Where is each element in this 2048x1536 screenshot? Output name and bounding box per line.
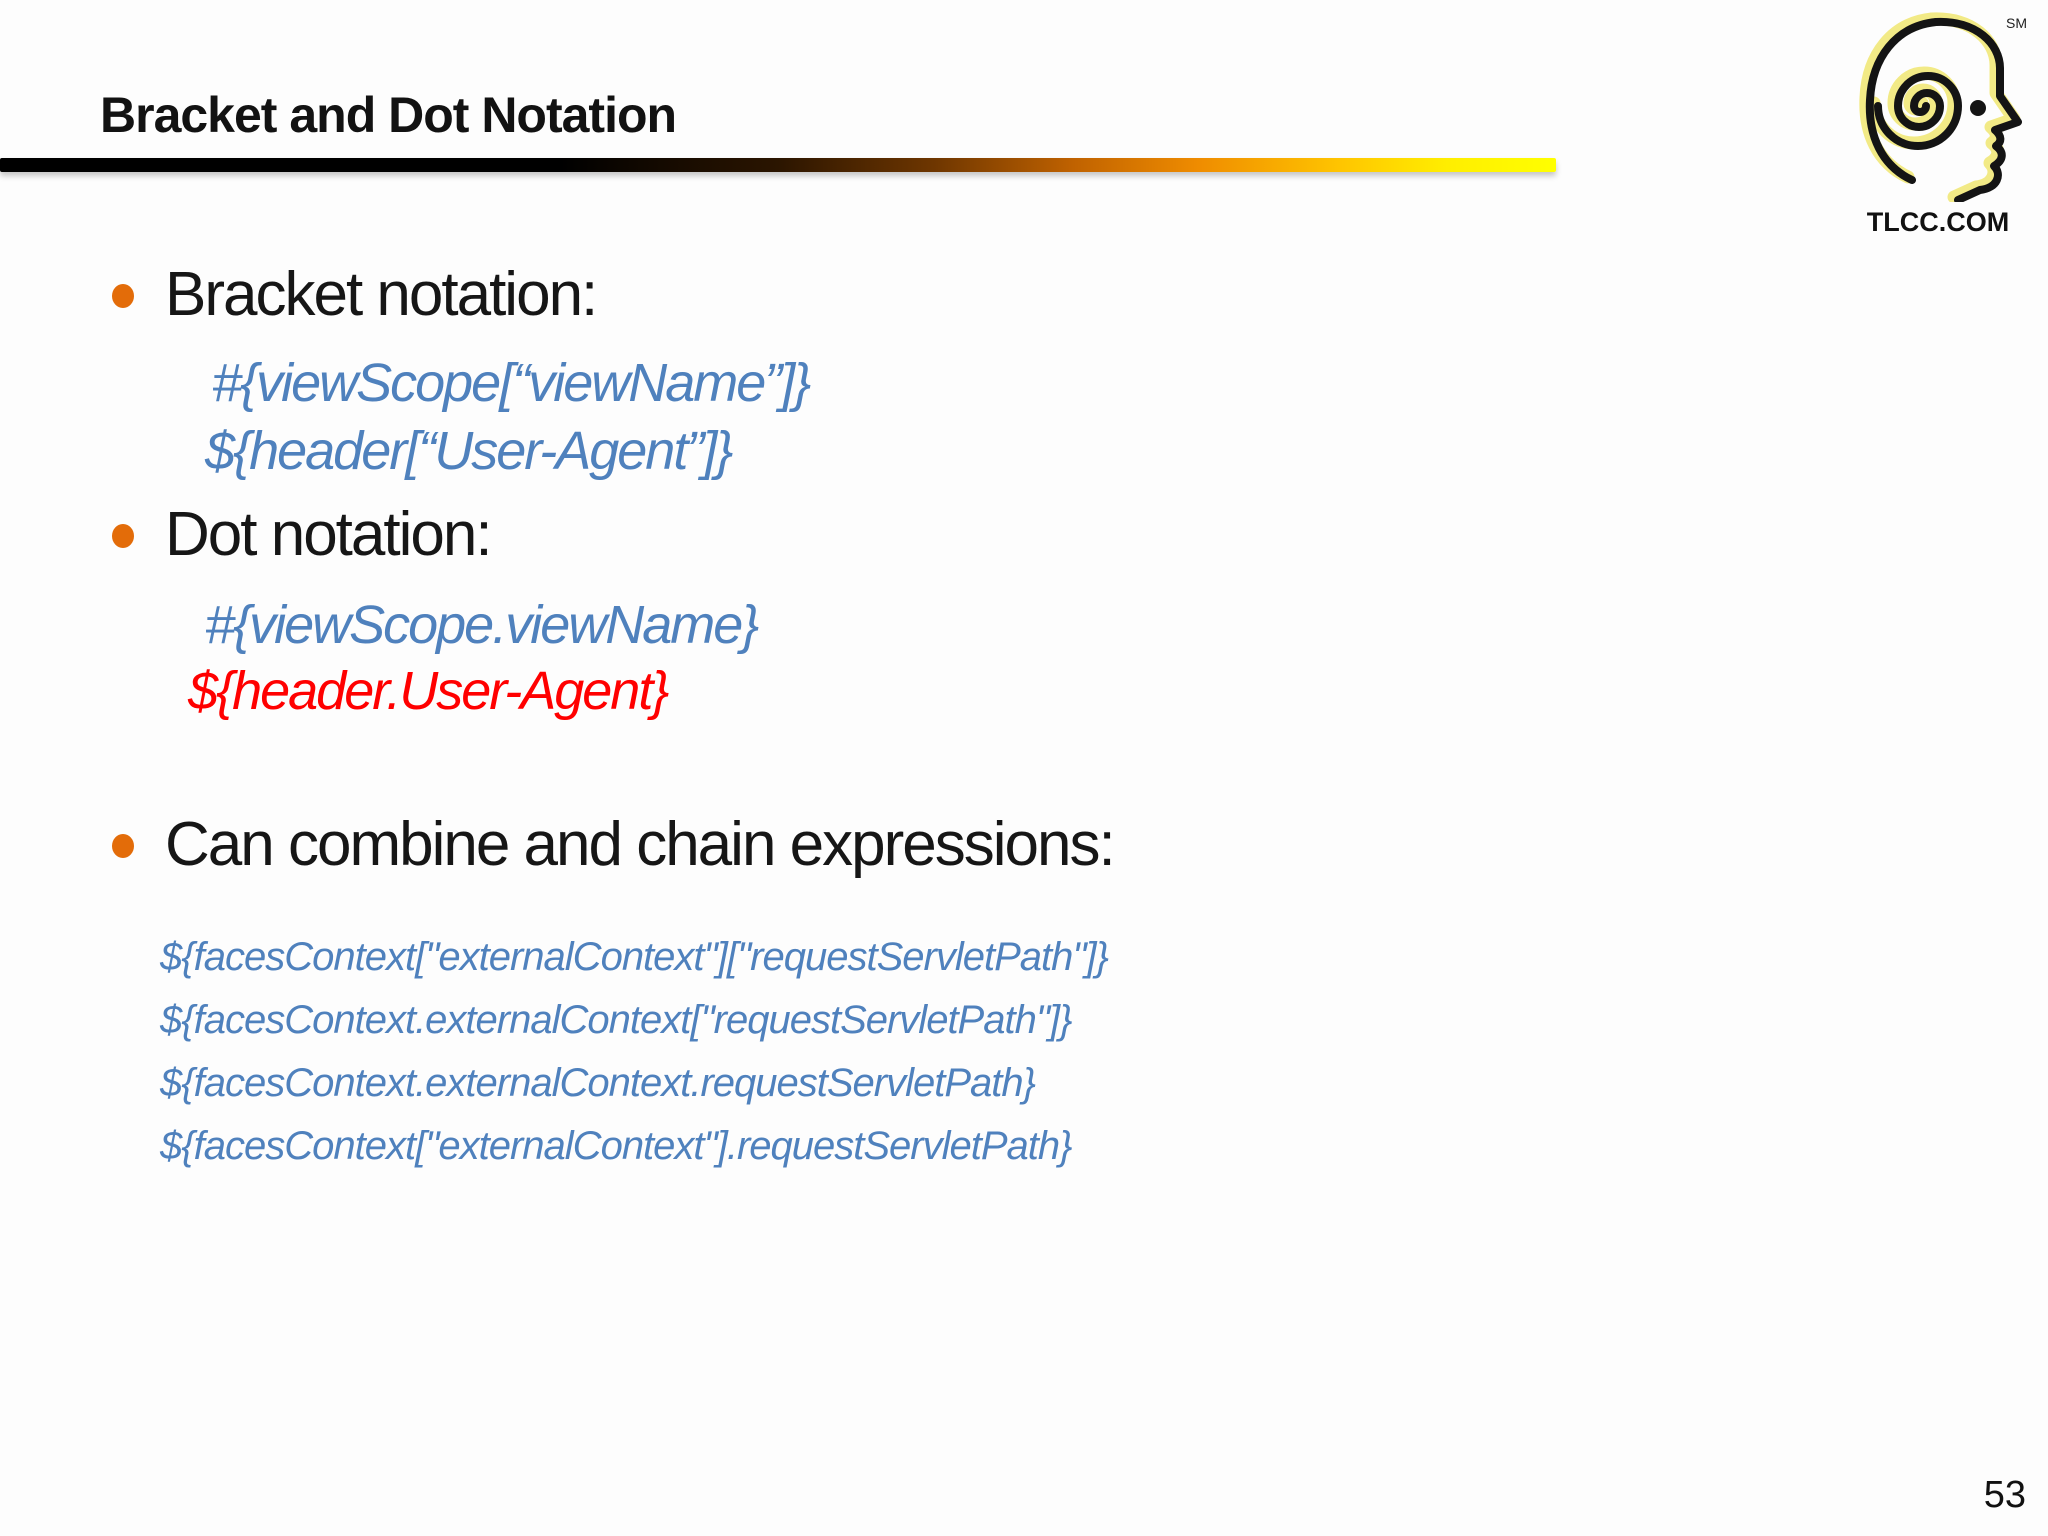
spiral-brain [1874,72,1962,150]
code-line-chain-2: ${facesContext.externalContext["requestS… [160,998,1073,1042]
code-line-chain-1: ${facesContext["externalContext"]["reque… [160,935,1109,979]
back-of-head [1865,18,1940,184]
bullet-icon [112,284,134,308]
slide-title: Bracket and Dot Notation [100,87,677,143]
face-profile [1932,17,2022,204]
eye-dot [1970,100,1986,116]
bullet-item-bracket-notation: Bracket notation: [112,260,598,329]
logo-sm-mark: SM [2006,15,2027,31]
head-spiral-icon: SM [1859,12,2027,204]
code-line-bracket-1: #{viewScope[“viewName”]} [212,353,811,413]
bullet-icon [112,834,134,858]
code-line-chain-4: ${facesContext["externalContext"].reques… [160,1124,1073,1168]
code-line-chain-3: ${facesContext.externalContext.requestSe… [160,1061,1036,1105]
tlcc-logo: SM TLCC.COM [1838,6,2038,238]
code-line-bracket-2: ${header[“User-Agent”]} [205,421,733,481]
bullet-label: Can combine and chain expressions: [165,810,1116,879]
bullet-item-chain-expressions: Can combine and chain expressions: [112,810,1116,879]
code-line-dot-1: #{viewScope.viewName} [205,595,759,655]
bullet-item-dot-notation: Dot notation: [112,500,493,569]
page-number: 53 [1983,1474,2026,1516]
bullet-label: Bracket notation: [165,260,598,329]
bullet-label: Dot notation: [165,500,493,569]
code-line-dot-2: ${header.User-Agent} [188,661,669,721]
bullet-icon [112,524,134,548]
title-underline-rule [0,158,1556,172]
logo-domain-text: TLCC.COM [1866,207,2010,237]
